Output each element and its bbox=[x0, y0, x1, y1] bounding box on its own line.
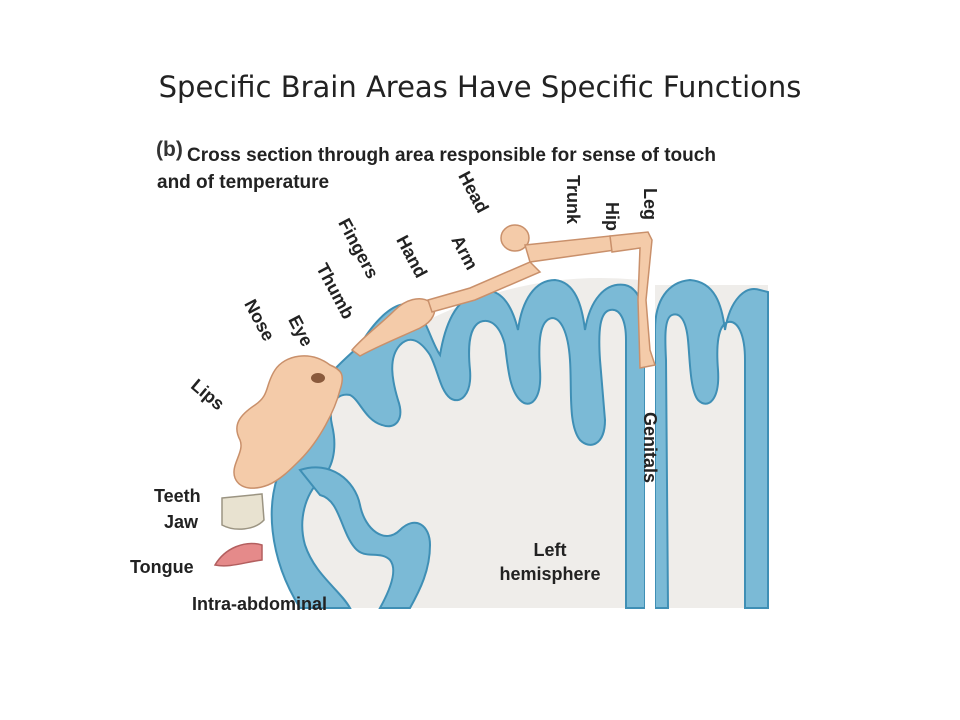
label-leg: Leg bbox=[640, 188, 660, 221]
caption-line-2: and of temperature bbox=[157, 172, 330, 193]
label-intra-abdominal: Intra-abdominal bbox=[192, 594, 328, 614]
homunculus-arm bbox=[427, 261, 542, 313]
homunculus-teeth bbox=[221, 493, 265, 530]
homunculus-trunk bbox=[524, 235, 617, 263]
hemisphere-label-line-2: hemisphere bbox=[499, 564, 601, 584]
sensory-homunculus bbox=[213, 224, 656, 567]
hemisphere-fissure bbox=[645, 300, 655, 610]
label-teeth: Teeth bbox=[154, 486, 201, 506]
homunculus-head bbox=[500, 224, 530, 252]
label-tongue: Tongue bbox=[130, 557, 194, 577]
slide-title: Specific Brain Areas Have Specific Funct… bbox=[158, 70, 802, 104]
label-genitals: Genitals bbox=[640, 412, 660, 484]
label-jaw: Jaw bbox=[164, 512, 199, 532]
cortex-left-hemisphere bbox=[270, 278, 646, 609]
label-hip: Hip bbox=[602, 202, 622, 231]
homunculus-face bbox=[233, 355, 343, 489]
label-trunk: Trunk bbox=[563, 175, 583, 225]
cortex-right-hemisphere bbox=[654, 278, 769, 609]
caption-line-1: Cross section through area responsible f… bbox=[187, 145, 716, 166]
cortex-lower-gyri bbox=[298, 466, 432, 609]
left-hemisphere-label: Left hemisphere bbox=[470, 538, 630, 586]
panel-letter: (b) bbox=[156, 138, 183, 161]
hemisphere-label-line-1: Left bbox=[533, 540, 567, 560]
homunculus-tongue bbox=[213, 542, 263, 567]
homunculus-eye bbox=[311, 373, 325, 383]
homunculus-leg bbox=[609, 231, 656, 369]
